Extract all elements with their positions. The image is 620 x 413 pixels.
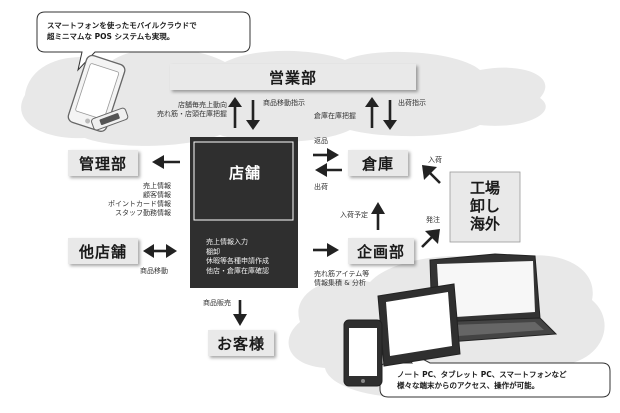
tablet-illustration (377, 283, 461, 367)
management-dept-box: 管理部 (68, 150, 138, 176)
sales-analysis-label: 店舗毎売上動向 売れ筋・店頭在庫把握 (157, 101, 227, 118)
shipping-instruction-label: 出荷指示 (398, 99, 426, 107)
product-sales-label: 商品販売 (203, 299, 231, 307)
arrival-label: 入荷 (428, 156, 442, 164)
store-line: 他店・倉庫在庫確認 (206, 266, 269, 275)
store-line: 休暇等各種申請作成 (206, 257, 269, 265)
store-title: 店舗 (228, 164, 261, 182)
order-label: 発注 (426, 216, 440, 224)
phone-illustration (343, 319, 383, 387)
management-info-label: 売上情報 顧客情報 ポイントカード情報 スタッフ勤務情報 (108, 182, 171, 217)
bottom-bubble-text: ノート PC、タブレット PC、スマートフォンなど 様々な端末からのアクセス、操… (397, 370, 567, 390)
other-stores-box: 他店舗 (68, 238, 138, 264)
arrival-plan-label: 入荷予定 (340, 211, 368, 219)
warehouse-box: 倉庫 (348, 150, 408, 176)
store-function-list: 売上情報入力 棚卸 休暇等各種申請作成 他店・倉庫在庫確認 (206, 238, 269, 276)
store-inner-frame (193, 141, 294, 221)
warehouse-stock-label: 倉庫在庫把握 (314, 112, 356, 120)
store-line: 売上情報入力 (206, 238, 248, 246)
warehouse-label: 倉庫 (361, 154, 394, 173)
product-move-label: 商品移動 (140, 267, 168, 275)
factory-box (449, 171, 521, 243)
card-reader-illustration (91, 107, 129, 131)
top-bubble-text: スマートフォンを使ったモバイルクラウドで 超ミニマムな POS システムも実現。 (47, 21, 197, 41)
product-move-instruction-label: 商品移動指示 (263, 99, 305, 107)
other-stores-label: 他店舗 (78, 242, 127, 261)
management-dept-label: 管理部 (78, 154, 127, 173)
ship-label: 出荷 (314, 183, 328, 191)
customers-box: お客様 (208, 330, 274, 356)
sales-dept-box: 営業部 (170, 64, 416, 90)
customers-label: お客様 (216, 334, 265, 353)
planning-dept-label: 企画部 (356, 242, 405, 261)
store-line: 棚卸 (206, 247, 220, 256)
store-box (190, 137, 298, 288)
factory-label: 工場 卸し 海外 (469, 179, 500, 233)
sales-dept-label: 営業部 (268, 68, 317, 87)
planning-dept-box: 企画部 (348, 238, 414, 264)
returns-label: 返品 (314, 137, 328, 145)
planning-info-label: 売れ筋アイテム等 情報集積 & 分析 (314, 270, 370, 287)
laptop-illustration (429, 253, 558, 343)
